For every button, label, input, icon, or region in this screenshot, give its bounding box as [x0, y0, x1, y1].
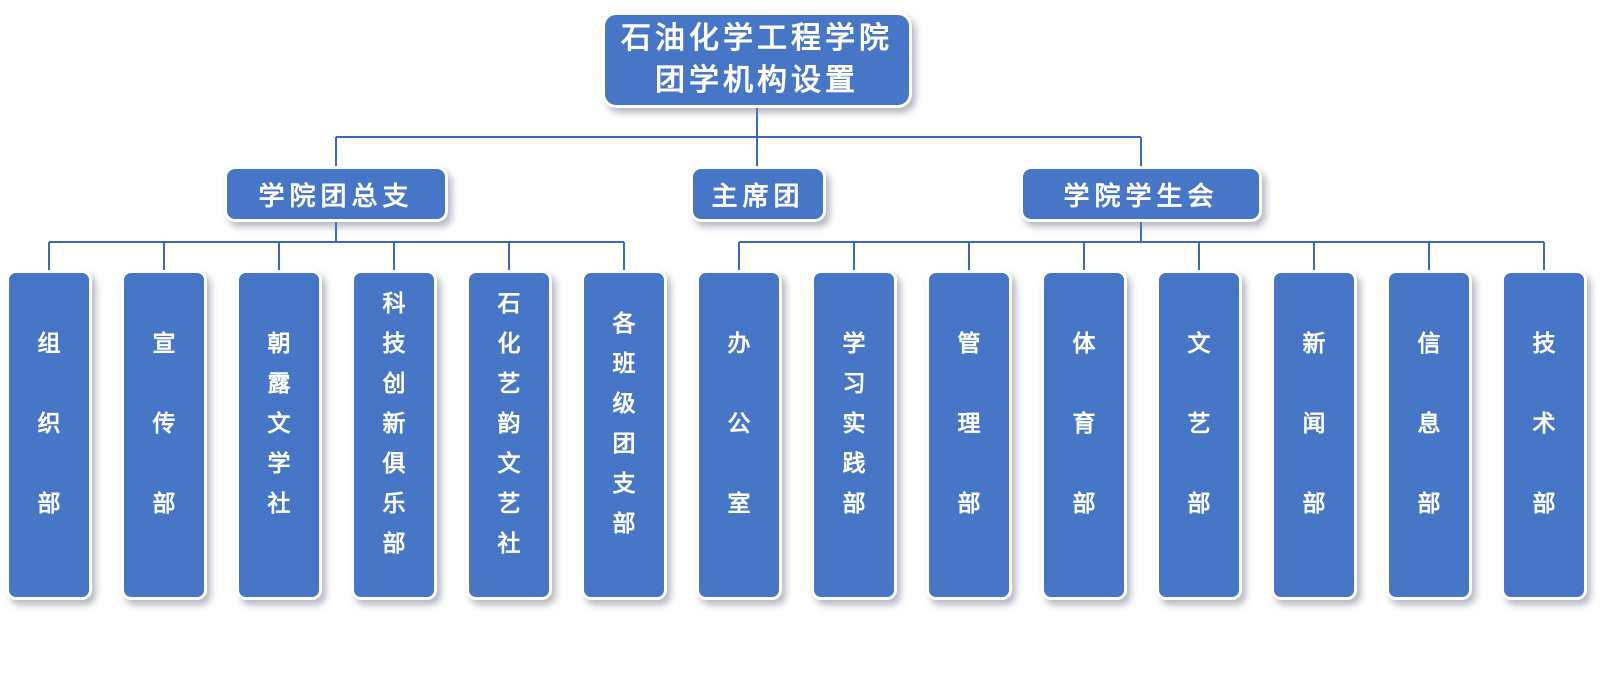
org-unit-char: 文 — [497, 450, 521, 476]
org-unit-char: 室 — [727, 490, 751, 516]
org-unit-box: 新闻部 — [1271, 270, 1357, 600]
org-unit-char: 部 — [1072, 490, 1096, 516]
org-unit-char: 俱 — [382, 450, 406, 476]
org-unit-box: 技术部 — [1501, 270, 1587, 600]
org-unit-char: 学 — [267, 450, 291, 476]
org-unit-box: 办公室 — [696, 270, 782, 600]
org-unit-char: 部 — [1187, 490, 1211, 516]
org-unit-box: 体育部 — [1041, 270, 1127, 600]
org-unit-char: 部 — [1532, 490, 1556, 516]
org-unit-char: 部 — [957, 490, 981, 516]
org-unit-char: 团 — [612, 430, 636, 456]
org-unit-char: 习 — [842, 370, 866, 396]
org-unit-char: 支 — [612, 470, 636, 496]
org-unit-char: 新 — [382, 410, 406, 436]
node-league-general-branch: 学院团总支 — [224, 166, 448, 222]
node-student-union: 学院学生会 — [1020, 166, 1262, 222]
org-unit-char: 育 — [1072, 410, 1096, 436]
org-unit-char: 部 — [1302, 490, 1326, 516]
org-unit-box: 各班级团支部 — [581, 270, 667, 600]
org-unit-char: 部 — [37, 490, 61, 516]
org-unit-char: 部 — [842, 490, 866, 516]
org-root-box: 石油化学工程学院 团学机构设置 — [602, 12, 912, 108]
org-unit-char: 艺 — [497, 490, 521, 516]
org-unit-char: 技 — [382, 330, 406, 356]
org-unit-char: 理 — [957, 410, 981, 436]
org-unit-char: 体 — [1072, 330, 1096, 356]
org-unit-box: 朝露文学社 — [236, 270, 322, 600]
org-unit-box: 组织部 — [6, 270, 92, 600]
org-unit-box: 学习实践部 — [811, 270, 897, 600]
org-unit-char: 部 — [1417, 490, 1441, 516]
org-root-title-line2: 团学机构设置 — [655, 64, 859, 97]
org-unit-char: 公 — [727, 410, 751, 436]
org-unit-char: 组 — [37, 330, 61, 356]
org-unit-char: 传 — [152, 410, 176, 436]
org-unit-char: 文 — [1187, 330, 1211, 356]
org-unit-char: 织 — [37, 410, 61, 436]
org-unit-box: 科技创新俱乐部 — [351, 270, 437, 600]
org-unit-char: 朝 — [267, 330, 291, 356]
org-unit-char: 技 — [1532, 330, 1556, 356]
org-unit-char: 部 — [382, 530, 406, 556]
org-unit-box: 文艺部 — [1156, 270, 1242, 600]
org-unit-char: 露 — [267, 370, 291, 396]
org-unit-char: 办 — [727, 330, 751, 356]
org-unit-char: 部 — [152, 490, 176, 516]
node-presidium: 主席团 — [690, 166, 826, 222]
org-unit-char: 践 — [842, 450, 866, 476]
org-unit-char: 科 — [382, 290, 406, 316]
org-unit-char: 术 — [1532, 410, 1556, 436]
org-unit-char: 学 — [842, 330, 866, 356]
org-unit-char: 级 — [612, 390, 636, 416]
org-unit-char: 韵 — [497, 410, 521, 436]
org-unit-char: 班 — [612, 350, 636, 376]
org-unit-char: 创 — [382, 370, 406, 396]
org-unit-char: 宣 — [152, 330, 176, 356]
org-unit-char: 社 — [497, 530, 521, 556]
org-unit-box: 石化艺韵文艺社 — [466, 270, 552, 600]
org-unit-char: 石 — [497, 290, 521, 316]
org-unit-char: 艺 — [1187, 410, 1211, 436]
org-unit-box: 宣传部 — [121, 270, 207, 600]
org-unit-box: 信息部 — [1386, 270, 1472, 600]
org-root-title-line1: 石油化学工程学院 — [621, 22, 893, 55]
org-unit-char: 管 — [957, 330, 981, 356]
org-unit-char: 乐 — [382, 490, 406, 516]
org-unit-char: 信 — [1417, 330, 1441, 356]
org-unit-char: 闻 — [1302, 410, 1326, 436]
org-unit-char: 文 — [267, 410, 291, 436]
org-unit-char: 息 — [1417, 410, 1441, 436]
org-unit-char: 社 — [267, 490, 291, 516]
org-unit-char: 实 — [842, 410, 866, 436]
org-unit-char: 部 — [612, 510, 636, 536]
org-unit-char: 艺 — [497, 370, 521, 396]
org-unit-char: 新 — [1302, 330, 1326, 356]
org-unit-char: 各 — [612, 310, 636, 336]
org-unit-box: 管理部 — [926, 270, 1012, 600]
org-unit-char: 化 — [497, 330, 521, 356]
